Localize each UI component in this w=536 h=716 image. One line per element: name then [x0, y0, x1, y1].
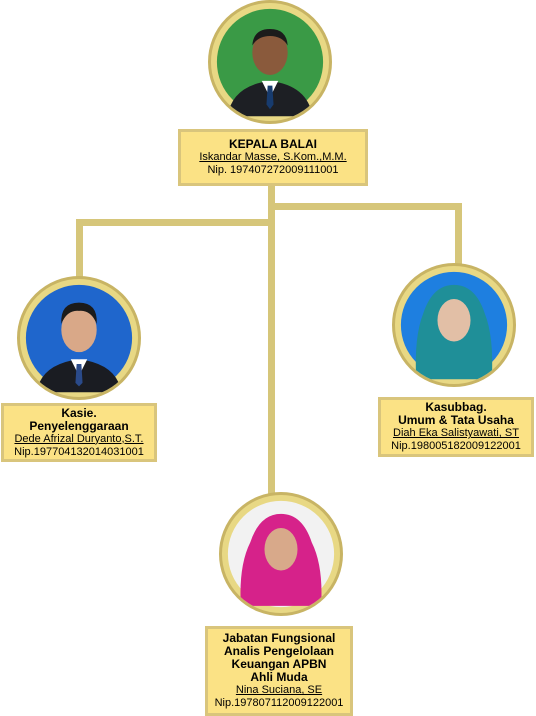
head-nip: Nip. 197407272009111001: [207, 164, 339, 176]
bottom-title-line1: Jabatan Fungsional: [222, 631, 336, 645]
head-name: Iskandar Masse, S.Kom.,M.M.: [199, 151, 347, 163]
left-name: Dede Afrizal Duryanto,S.T.: [14, 432, 144, 445]
connector-right-branch: [268, 203, 462, 210]
right-photo: [392, 263, 516, 387]
bottom-photo: [219, 492, 343, 616]
bottom-title-line2: Analis Pengelolaan: [223, 644, 335, 658]
connector-left-branch: [76, 219, 274, 226]
bottom-title-line4: Ahli Muda: [250, 670, 308, 684]
bottom-card: Jabatan Fungsional Analis Pengelolaan Ke…: [205, 626, 353, 716]
right-nip: Nip.198005182009122001: [391, 440, 521, 452]
connector-left-drop: [76, 219, 83, 277]
person-portrait-icon: [227, 500, 335, 608]
left-card: Kasie. Penyelenggaraan Dede Afrizal Dury…: [1, 403, 157, 462]
person-portrait-icon: [25, 284, 133, 393]
person-portrait-icon: [216, 8, 324, 117]
right-card: Kasubbag. Umum & Tata Usaha Diah Eka Sal…: [378, 397, 534, 457]
right-title-line1: Kasubbag.: [425, 400, 487, 414]
head-title: KEPALA BALAI: [229, 137, 317, 151]
left-photo: [17, 276, 141, 400]
connector-trunk: [268, 185, 275, 495]
bottom-nip: Nip.197807112009122001: [214, 697, 344, 709]
connector-right-drop: [455, 203, 462, 265]
left-title-line1: Kasie.: [61, 405, 97, 420]
head-card: KEPALA BALAI Iskandar Masse, S.Kom.,M.M.…: [178, 129, 368, 186]
right-title-line2: Umum & Tata Usaha: [398, 413, 514, 427]
left-nip: Nip.197704132014031001: [14, 445, 144, 458]
bottom-title-line3: Keuangan APBN: [231, 657, 327, 671]
person-portrait-icon: [400, 271, 508, 380]
left-title-line2: Penyelenggaraan: [29, 418, 129, 433]
bottom-name: Nina Suciana, SE: [235, 684, 323, 696]
right-name: Diah Eka Salistyawati, ST: [393, 427, 519, 439]
head-photo: [208, 0, 332, 124]
